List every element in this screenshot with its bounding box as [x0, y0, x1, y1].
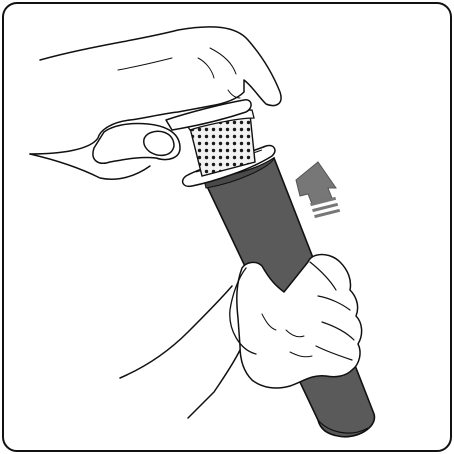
- instruction-panel: [0, 0, 454, 454]
- instruction-illustration: [0, 0, 454, 454]
